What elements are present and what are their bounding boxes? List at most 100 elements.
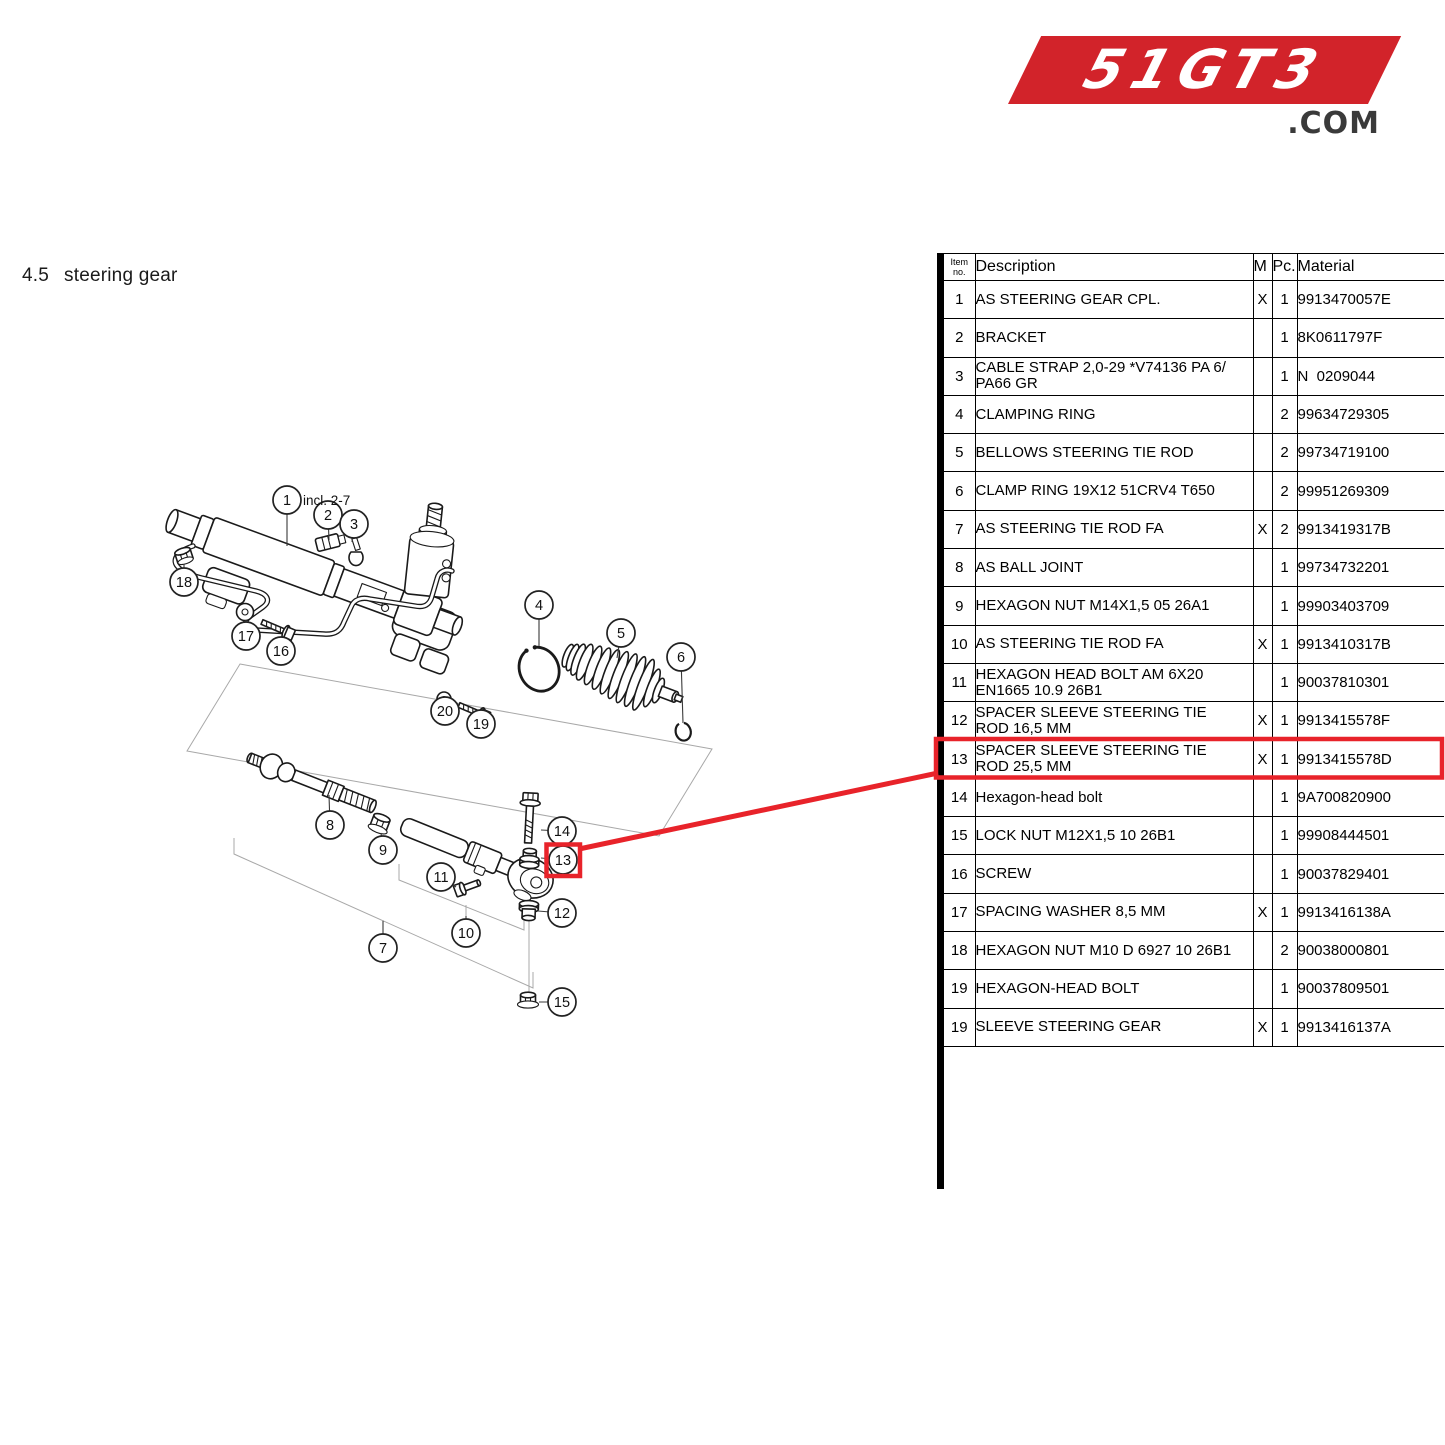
nut-9 <box>367 812 391 835</box>
cell-material-number: 90037829401 <box>1296 854 1444 894</box>
cell-item-no: 17 <box>944 892 976 933</box>
callout-circle-6 <box>666 642 696 672</box>
callout-number-11: 11 <box>433 870 448 886</box>
cell-description: BRACKET <box>974 318 1254 358</box>
cell-description: HEXAGON NUT M10 D 6927 10 26B1 <box>974 931 1254 971</box>
cell-material-number: 9913415578F <box>1296 701 1444 741</box>
cell-pc-count: 1 <box>1271 1007 1298 1047</box>
bolt-16 <box>260 618 297 642</box>
callout-number-13: 13 <box>555 853 571 869</box>
cell-item-no: 8 <box>944 548 976 588</box>
cell-item-no: 18 <box>944 931 976 971</box>
callout-number-2: 2 <box>324 508 332 524</box>
brand-logo-tld: .COM <box>1287 106 1380 141</box>
steering-rack-body <box>165 508 464 637</box>
callout-number-18: 18 <box>176 575 192 591</box>
callout-number-14: 14 <box>554 824 570 840</box>
cell-description: HEXAGON HEAD BOLT AM 6X20 EN1665 10.9 26… <box>974 662 1254 703</box>
cell-item-no: 12 <box>944 701 976 741</box>
cable-strap-part <box>314 533 347 552</box>
bolt-11 <box>452 879 482 898</box>
highlight-connector-line <box>578 770 939 852</box>
cell-description: CABLE STRAP 2,0-29 *V74136 PA 6/ PA66 GR <box>974 356 1254 396</box>
callout-circle-17 <box>231 621 261 651</box>
inner-tie-rod <box>246 752 377 814</box>
callout-circle-15 <box>547 987 577 1017</box>
highlight-box-diagram <box>544 842 583 879</box>
cell-pc-count: 2 <box>1271 433 1298 473</box>
clip-part <box>348 536 364 567</box>
header-item-no: Item no. <box>944 253 976 281</box>
cell-material-number: 99951269309 <box>1296 471 1444 511</box>
pinion-tower <box>403 502 455 599</box>
clamping-ring-4 <box>517 645 561 693</box>
section-title: steering gear <box>64 265 178 286</box>
washer-17 <box>235 602 255 622</box>
callout-circle-16 <box>266 636 296 666</box>
cell-description: AS STEERING TIE ROD FA <box>974 624 1254 664</box>
bolt-14 <box>519 791 541 844</box>
cell-pc-count: 1 <box>1271 624 1298 664</box>
cell-pc-count: 1 <box>1271 662 1298 703</box>
callout-number-6: 6 <box>677 650 685 666</box>
callout-circle-12 <box>547 898 577 928</box>
cell-pc-count: 1 <box>1271 739 1298 779</box>
cell-material-number: 9913419317B <box>1296 509 1444 550</box>
callout-number-1: 1 <box>283 493 291 509</box>
callout-number-10: 10 <box>458 926 474 942</box>
callout-note: incl. 2-7 <box>303 493 350 508</box>
outer-tie-rod <box>399 817 554 902</box>
cell-pc-count: 1 <box>1271 548 1298 588</box>
callout-circle-20 <box>430 696 460 726</box>
cell-description: LOCK NUT M12X1,5 10 26B1 <box>974 816 1254 856</box>
table-left-bar <box>937 253 944 1189</box>
cell-pc-count: 1 <box>1271 586 1298 626</box>
cell-description: AS STEERING TIE ROD FA <box>974 509 1254 550</box>
cell-description: SPACING WASHER 8,5 MM <box>974 892 1254 933</box>
cell-item-no: 10 <box>944 624 976 664</box>
page-title: 4.5 steering gear <box>22 265 178 287</box>
cell-description: CLAMP RING 19X12 51CRV4 T650 <box>974 471 1254 511</box>
cell-description: CLAMPING RING <box>974 394 1254 435</box>
cell-description: SCREW <box>974 854 1254 894</box>
callout-circle-10 <box>451 918 481 948</box>
cell-material-number: 8K0611797F <box>1296 318 1444 358</box>
cell-pc-count: 1 <box>1271 701 1298 741</box>
callout-number-3: 3 <box>350 517 358 533</box>
header-description: Description <box>974 253 1254 281</box>
bellows-boot <box>561 643 684 711</box>
callout-circle-8 <box>315 810 345 840</box>
callout-circle-11 <box>426 862 456 892</box>
callout-number-15: 15 <box>554 995 570 1011</box>
cell-description: HEXAGON NUT M14X1,5 05 26A1 <box>974 586 1254 626</box>
cell-material-number: 9913410317B <box>1296 624 1444 664</box>
callout-circle-19 <box>466 709 496 739</box>
spacer-sleeve-12 <box>518 899 540 922</box>
cell-material-number: 90037810301 <box>1296 662 1444 703</box>
cell-material-number: 99734732201 <box>1296 548 1444 588</box>
callout-circle-4 <box>524 590 554 620</box>
nut-18 <box>173 546 194 566</box>
callout-circle-2 <box>313 500 343 530</box>
callout-circle-1 <box>272 485 302 515</box>
cell-item-no: 19 <box>944 969 976 1009</box>
nut-15 <box>516 991 540 1009</box>
callout-circle-9 <box>368 835 398 865</box>
highlight-box-table-row <box>933 736 1445 780</box>
spacer-sleeve-13 <box>518 847 540 870</box>
section-number: 4.5 <box>22 265 50 286</box>
